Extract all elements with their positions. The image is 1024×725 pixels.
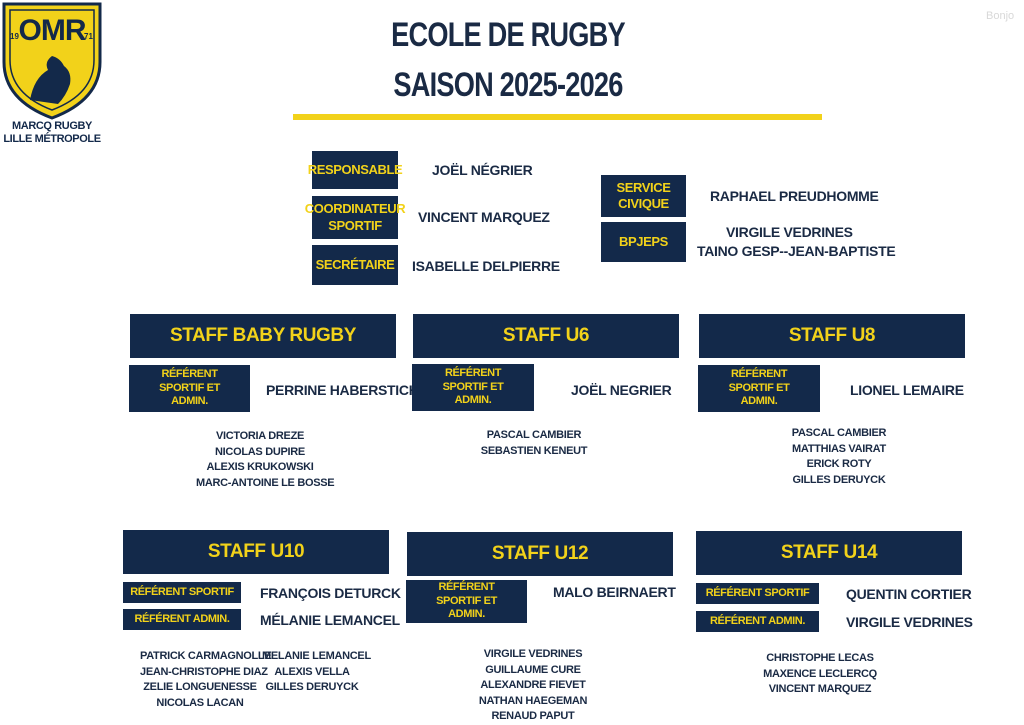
corner-text: Bonjo <box>986 10 1015 22</box>
role-coordinateur-name: VINCENT MARQUEZ <box>418 209 550 225</box>
staff-u10-ref-sport-name: FRANÇOIS DETURCK <box>260 585 401 601</box>
staff-u10-members-left: PATRICK CARMAGNOLLE JEAN-CHRISTOPHE DIAZ… <box>140 649 272 711</box>
role-secretaire-box: SECRÉTAIRE <box>312 245 398 285</box>
role-coordinateur-box: COORDINATEUR SPORTIF <box>305 196 406 239</box>
page-subtitle: SAISON 2025-2026 <box>393 66 623 104</box>
role-service-civique-box: SERVICE CIVIQUE <box>601 175 686 217</box>
staff-u12-ref-box: RÉFÉRENT SPORTIF ET ADMIN. <box>406 580 527 623</box>
role-bpjeps-name-1: VIRGILE VEDRINES <box>726 224 853 240</box>
list-item: SEBASTIEN KENEUT <box>480 444 588 457</box>
list-item: PATRICK CARMAGNOLLE <box>140 650 272 662</box>
logo-initials: OMR <box>18 14 87 47</box>
list-item: ZELIE LONGUENESSE <box>143 681 257 693</box>
staff-u12-header: STAFF U12 <box>407 532 673 576</box>
staff-u6-header: STAFF U6 <box>413 314 679 358</box>
page-title: ECOLE DE RUGBY <box>391 16 625 54</box>
staff-u14-ref-admin-name: VIRGILE VEDRINES <box>846 614 973 630</box>
list-item: VINCENT MARQUEZ <box>768 683 872 695</box>
staff-u8-ref-name: LIONEL LEMAIRE <box>850 382 964 398</box>
staff-u6-members: PASCAL CAMBIER SEBASTIEN KENEUT <box>474 428 594 459</box>
staff-u14-members: CHRISTOPHE LECAS MAXENCE LECLERCQ VINCEN… <box>760 651 880 698</box>
staff-baby-members: VICTORIA DREZE NICOLAS DUPIRE ALEXIS KRU… <box>196 429 335 491</box>
staff-baby-header: STAFF BABY RUGBY <box>130 314 396 358</box>
staff-u14-ref-sport-name: QUENTIN CORTIER <box>846 586 972 602</box>
list-item: MELANIE LEMANCEL <box>262 650 371 662</box>
staff-u10-members-right: MELANIE LEMANCEL ALEXIS VELLA GILLES DER… <box>262 649 371 696</box>
list-item: VICTORIA DREZE <box>215 430 305 442</box>
staff-u8-ref-box: RÉFÉRENT SPORTIF ET ADMIN. <box>698 365 820 412</box>
list-item: RENAUD PAPUT <box>491 710 575 722</box>
list-item: NICOLAS DUPIRE <box>215 445 305 458</box>
staff-u8-header: STAFF U8 <box>699 314 965 358</box>
staff-u12-ref-name: MALO BEIRNAERT <box>553 584 676 600</box>
role-bpjeps-box: BPJEPS <box>601 222 686 262</box>
staff-baby-ref-name: PERRINE HABERSTICH <box>266 382 419 398</box>
role-bpjeps-name-2: TAINO GESP--JEAN-BAPTISTE <box>697 243 896 259</box>
role-secretaire-name: ISABELLE DELPIERRE <box>412 258 560 274</box>
list-item: NICOLAS LACAN <box>156 696 244 709</box>
staff-u10-header: STAFF U10 <box>123 530 389 574</box>
logo-year-left: 19 <box>10 32 19 41</box>
staff-u6-ref-box: RÉFÉRENT SPORTIF ET ADMIN. <box>412 364 534 411</box>
staff-u14-ref-sport-box: RÉFÉRENT SPORTIF <box>696 583 819 604</box>
list-item: CHRISTOPHE LECAS <box>766 652 874 664</box>
staff-u14-header: STAFF U14 <box>696 531 962 575</box>
staff-u10-ref-sport-box: RÉFÉRENT SPORTIF <box>123 582 241 603</box>
role-responsable-box: RESPONSABLE <box>308 151 403 189</box>
list-item: GILLES DERUYCK <box>265 681 359 693</box>
staff-u10-ref-admin-name: MÉLANIE LEMANCEL <box>260 612 400 628</box>
logo-year-right: 71 <box>84 32 93 41</box>
list-item: PASCAL CAMBIER <box>791 427 887 439</box>
list-item: MARC-ANTOINE LE BOSSE <box>196 476 335 489</box>
list-item: MATTHIAS VAIRAT <box>792 442 886 455</box>
list-item: NATHAN HAEGEMAN <box>478 694 588 707</box>
list-item: VIRGILE VEDRINES <box>483 648 583 660</box>
staff-u14-ref-admin-box: RÉFÉRENT ADMIN. <box>696 611 819 632</box>
logo-line2: LILLE MÉTROPOLE <box>3 133 101 145</box>
list-item: ALEXANDRE FIEVET <box>480 679 586 691</box>
club-logo: OMR 19 71 MARCQ RUGBY LILLE MÉTROPOLE <box>0 0 104 148</box>
list-item: GUILLAUME CURE <box>485 663 581 676</box>
logo-line1: MARCQ RUGBY <box>12 120 92 132</box>
title-underline <box>293 114 822 120</box>
list-item: ERICK ROTY <box>806 458 872 470</box>
list-item: ALEXIS KRUKOWSKI <box>206 461 314 473</box>
list-item: MAXENCE LECLERCQ <box>763 667 877 680</box>
staff-u12-members: VIRGILE VEDRINES GUILLAUME CURE ALEXANDR… <box>473 647 593 725</box>
staff-u10-ref-admin-box: RÉFÉRENT ADMIN. <box>123 609 241 630</box>
role-service-civique-name: RAPHAEL PREUDHOMME <box>710 188 879 204</box>
staff-baby-ref-box: RÉFÉRENT SPORTIF ET ADMIN. <box>129 365 250 412</box>
staff-u6-ref-name: JOËL NEGRIER <box>571 382 672 398</box>
staff-u8-members: PASCAL CAMBIER MATTHIAS VAIRAT ERICK ROT… <box>779 426 899 488</box>
list-item: JEAN-CHRISTOPHE DIAZ <box>140 665 268 678</box>
logo-shield-icon <box>2 2 102 120</box>
list-item: PASCAL CAMBIER <box>486 429 582 441</box>
list-item: ALEXIS VELLA <box>274 665 350 678</box>
role-responsable-name: JOËL NÉGRIER <box>432 162 533 178</box>
list-item: GILLES DERUYCK <box>792 473 886 486</box>
